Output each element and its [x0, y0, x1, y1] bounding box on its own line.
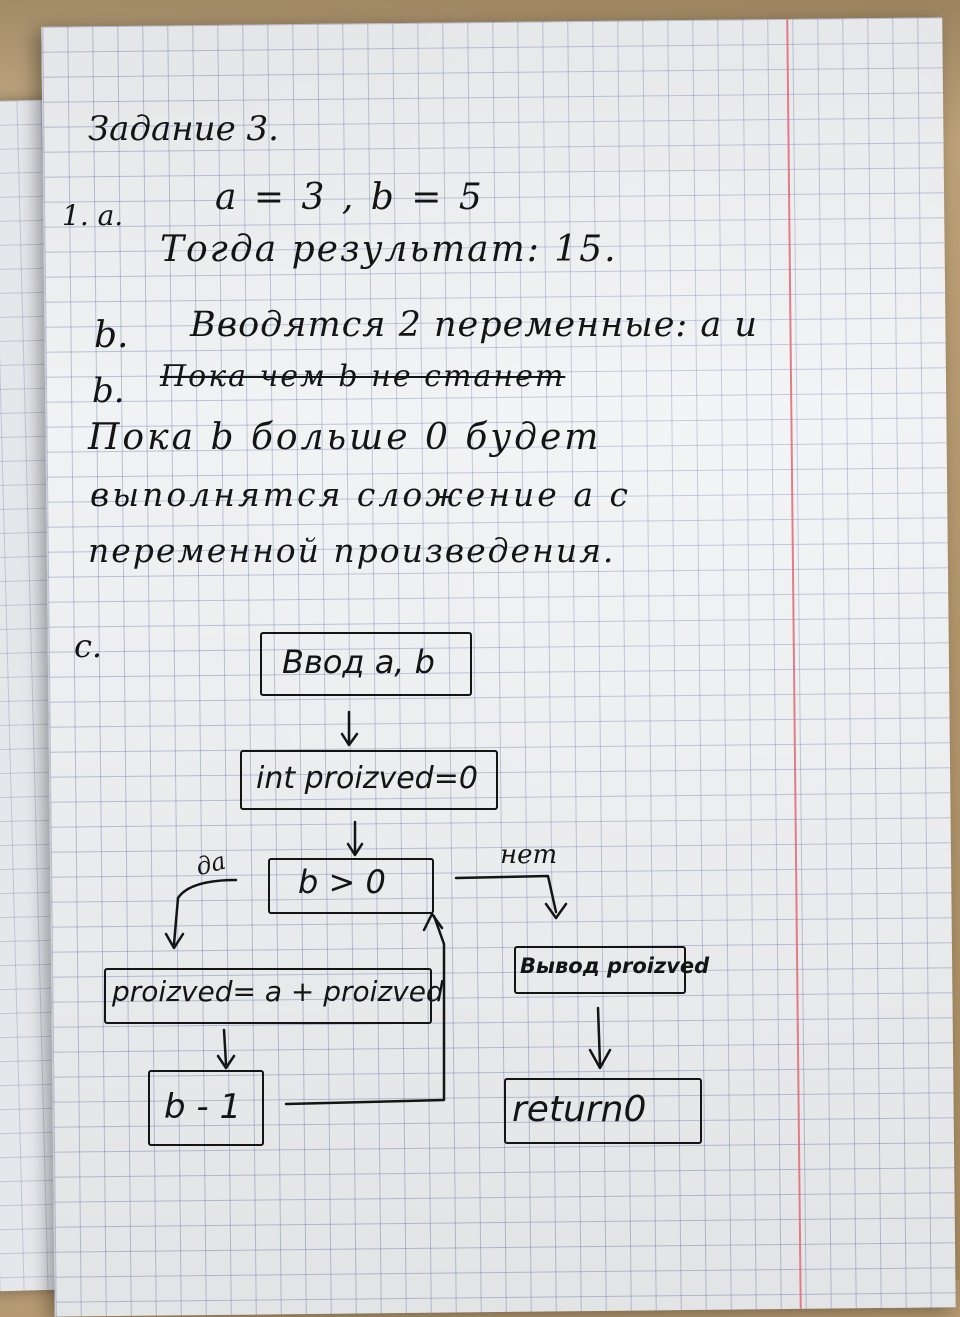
flow-decrement-label: b - 1: [164, 1087, 242, 1127]
branch-no-label: нет: [500, 840, 558, 870]
section-b-line-2: выполнятся сложение а с: [90, 475, 631, 514]
flow-input-box: [260, 632, 472, 696]
section-b-intro: Вводятся 2 переменные: а и: [190, 305, 758, 345]
flow-init-box: [240, 750, 498, 810]
flow-return-label: return0: [512, 1089, 647, 1130]
margin-line: [786, 18, 802, 1309]
branch-yes-label: да: [192, 846, 229, 882]
section-1a-marker: 1. a.: [62, 199, 124, 232]
flow-condition-label: b > 0: [298, 863, 386, 901]
task-title: Задание 3.: [88, 109, 279, 149]
flow-output-box: [514, 946, 686, 994]
section-b-marker: b.: [94, 315, 129, 356]
section-1a-values: a = 3 , b = 5: [215, 177, 485, 218]
section-b-line-3: переменной произведения.: [88, 531, 616, 570]
flow-input-label: Ввод a, b: [282, 643, 435, 681]
flow-return-box: [504, 1078, 702, 1144]
section-b-marker-second: b.: [92, 371, 125, 411]
flow-body-label: proizved= a + proizved: [112, 975, 444, 1008]
section-b-line-1: Пока b больше 0 будет: [88, 417, 602, 458]
section-c-marker: c.: [74, 627, 103, 665]
flow-init-label: int proizved=0: [256, 761, 478, 796]
section-1a-result: Тогда результат: 15.: [160, 229, 618, 270]
struck-through-text: Пока чем b не станет: [160, 359, 566, 394]
flow-decrement-box: [148, 1070, 264, 1146]
flow-condition-box: [268, 858, 434, 914]
flow-output-label: Вывод proizved: [520, 954, 710, 978]
